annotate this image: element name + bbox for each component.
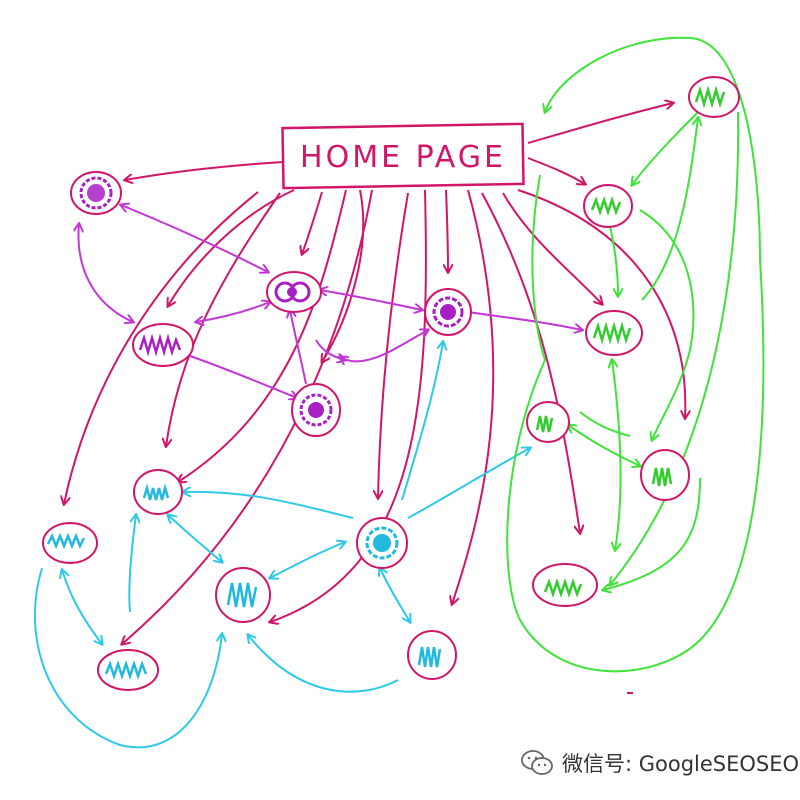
green-node: [532, 563, 598, 607]
green-node: [583, 184, 633, 228]
home-links: [64, 103, 685, 644]
purple-node: [132, 323, 194, 367]
green-node: [526, 401, 570, 443]
purple-node: [424, 288, 472, 336]
cyan-cluster-links: [34, 342, 530, 749]
green-node: [640, 449, 690, 501]
cyan-node: [97, 649, 159, 691]
green-node: [585, 310, 643, 356]
watermark: 微信号: GoogleSEOSEO: [520, 748, 799, 778]
green-node: [688, 76, 740, 118]
cyan-node: [133, 469, 183, 515]
purple-node: [70, 171, 122, 215]
home-page-node: HOME PAGE: [281, 122, 525, 190]
cyan-node: [407, 630, 457, 680]
purple-node: [291, 383, 341, 437]
wechat-icon: [521, 750, 553, 775]
cyan-node: [42, 522, 98, 564]
cyan-node: [356, 517, 408, 569]
green-cluster-links: [506, 36, 765, 673]
purple-cluster-links: [78, 205, 582, 398]
watermark-text: 微信号: GoogleSEOSEO: [562, 752, 800, 776]
purple-node: [266, 271, 322, 313]
home-page-label: HOME PAGE: [300, 140, 506, 175]
cyan-node: [215, 567, 271, 623]
